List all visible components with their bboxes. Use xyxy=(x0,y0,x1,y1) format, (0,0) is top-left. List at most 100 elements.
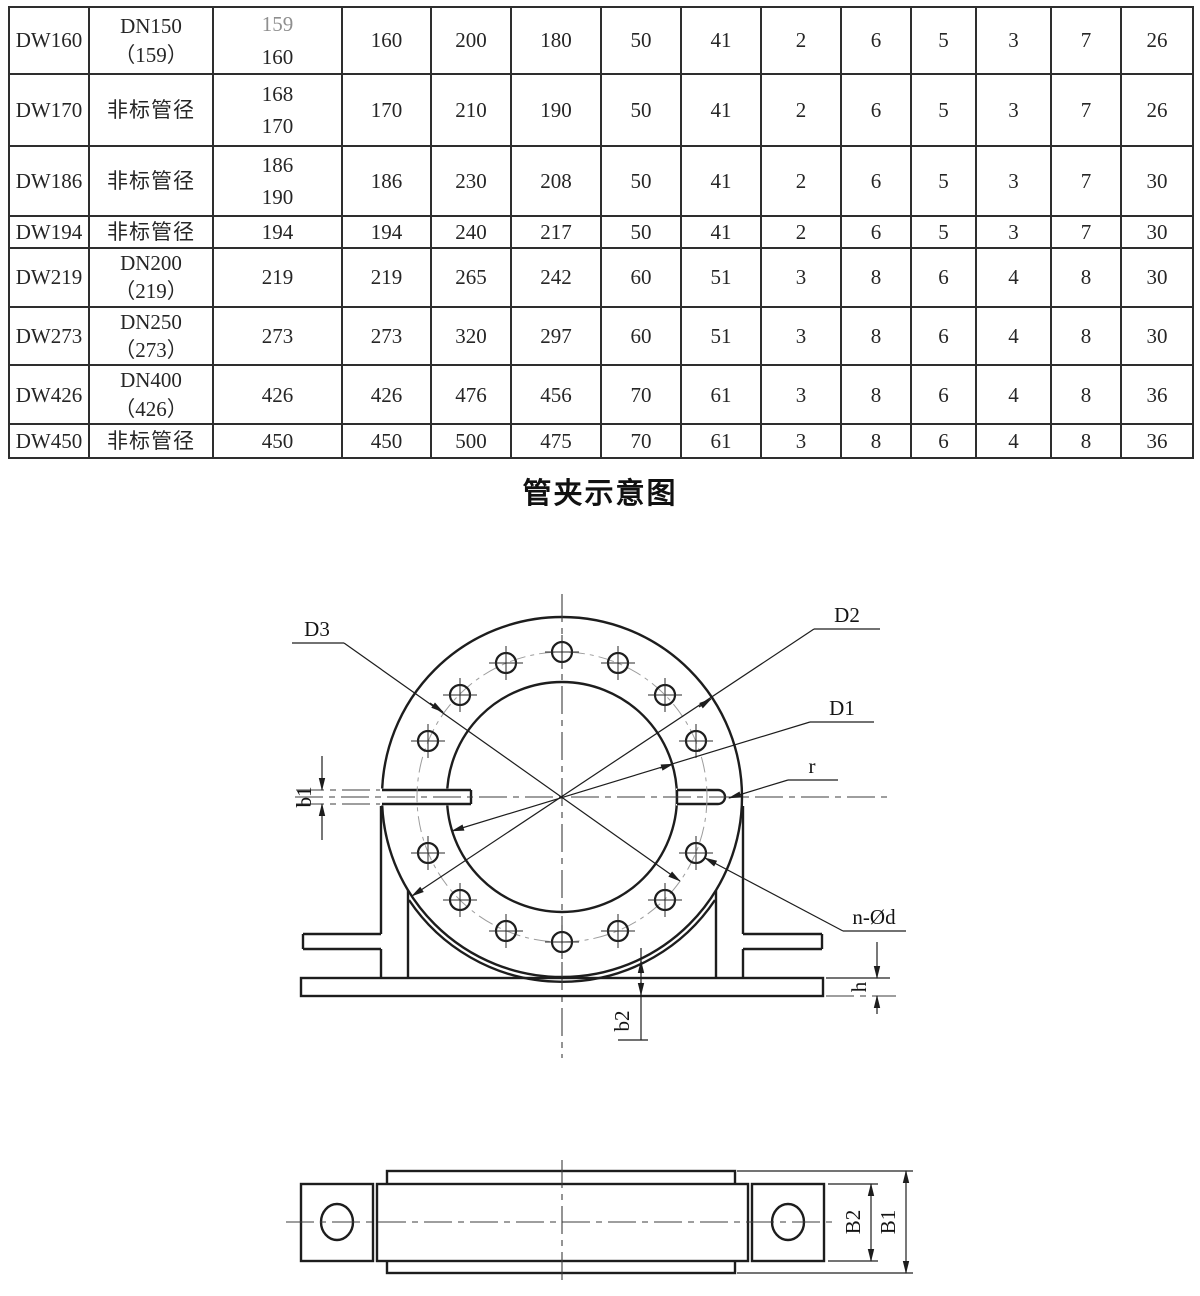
cell: 170 xyxy=(341,73,432,148)
cell: 160 xyxy=(341,5,432,76)
cell: 4 xyxy=(975,423,1052,460)
figure-title: 管夹示意图 xyxy=(522,476,678,510)
cell-range: 450 xyxy=(212,423,343,460)
dim-b2: b2 xyxy=(610,948,648,1041)
cell: 41 xyxy=(680,5,762,76)
cell: 6 xyxy=(910,305,977,367)
cell: 217 xyxy=(510,215,602,250)
cell: 230 xyxy=(430,145,512,218)
cell: 476 xyxy=(430,364,512,426)
cell: 41 xyxy=(680,145,762,218)
cell: 8 xyxy=(840,364,912,426)
dim-D1: D1 xyxy=(451,696,874,832)
range-bottom: 160 xyxy=(261,44,294,69)
base-plate xyxy=(299,976,825,998)
cell: 2 xyxy=(760,73,842,148)
cell: 41 xyxy=(680,73,762,148)
dim-D3: D3 xyxy=(292,617,681,882)
cell: 200 xyxy=(430,5,512,76)
table-row: DW450 非标管径 450 450 500 475 70 61 3 8 6 4… xyxy=(8,423,1194,460)
dim-D2: D2 xyxy=(411,603,880,897)
cell-model: DW170 xyxy=(8,73,90,148)
table-row: DW186 非标管径 186 190 186 230 208 50 41 2 6… xyxy=(8,145,1194,218)
table-row: DW219 DN200（219） 219 219 265 242 60 51 3… xyxy=(8,247,1194,308)
dim-r: r xyxy=(728,754,838,799)
cell: 30 xyxy=(1120,247,1194,308)
cell: 3 xyxy=(760,423,842,460)
cell: 265 xyxy=(430,247,512,308)
cell: 41 xyxy=(680,215,762,250)
label-D2: D2 xyxy=(834,603,860,627)
cell: 3 xyxy=(975,73,1052,148)
label-b1: b1 xyxy=(292,787,316,808)
cell: 3 xyxy=(760,305,842,367)
cell: 186 xyxy=(341,145,432,218)
dim-B1: B1 xyxy=(737,1170,913,1274)
cell: 5 xyxy=(910,215,977,250)
cell: 5 xyxy=(910,145,977,218)
cell-model: DW186 xyxy=(8,145,90,218)
cell: 70 xyxy=(600,423,682,460)
cell: 475 xyxy=(510,423,602,460)
cell: 6 xyxy=(840,215,912,250)
cell: 51 xyxy=(680,247,762,308)
cell: 26 xyxy=(1120,73,1194,148)
label-B1: B1 xyxy=(876,1210,900,1235)
range-bottom: 170 xyxy=(261,114,294,139)
cell: 190 xyxy=(510,73,602,148)
cell: 5 xyxy=(910,5,977,76)
cell: 194 xyxy=(341,215,432,250)
clamp-plan-view: B2 B1 xyxy=(286,1160,913,1284)
table-row: DW170 非标管径 168 170 170 210 190 50 41 2 6… xyxy=(8,73,1194,148)
cell-spec: 非标管径 xyxy=(88,423,214,460)
cell: 50 xyxy=(600,145,682,218)
cell: 50 xyxy=(600,5,682,76)
cell-range: 219 xyxy=(212,247,343,308)
cell: 30 xyxy=(1120,215,1194,250)
label-D1: D1 xyxy=(829,696,855,720)
cell: 6 xyxy=(910,247,977,308)
label-n-od: n-Ød xyxy=(852,905,896,929)
dim-B2: B2 xyxy=(828,1183,878,1262)
cell: 7 xyxy=(1050,145,1122,218)
cell: 30 xyxy=(1120,305,1194,367)
cell: 7 xyxy=(1050,215,1122,250)
cell: 36 xyxy=(1120,364,1194,426)
cell-spec: DN150（159） xyxy=(88,5,214,76)
range-top: 186 xyxy=(261,152,294,177)
cell: 7 xyxy=(1050,73,1122,148)
cell: 219 xyxy=(341,247,432,308)
dim-h: h xyxy=(826,942,896,1014)
cell: 6 xyxy=(910,423,977,460)
table-row: DW426 DN400（426） 426 426 476 456 70 61 3… xyxy=(8,364,1194,426)
cell: 51 xyxy=(680,305,762,367)
cell: 30 xyxy=(1120,145,1194,218)
cell-range: 159 160 xyxy=(212,5,343,76)
cell: 242 xyxy=(510,247,602,308)
spec-table: DW160 DN150（159） 159 160 160 200 180 50 … xyxy=(8,5,1194,460)
range-bottom: 190 xyxy=(261,185,294,210)
cell: 5 xyxy=(910,73,977,148)
cell-model: DW273 xyxy=(8,305,90,367)
cell: 3 xyxy=(760,247,842,308)
cell-model: DW219 xyxy=(8,247,90,308)
cell: 8 xyxy=(1050,423,1122,460)
cell: 450 xyxy=(341,423,432,460)
cell: 500 xyxy=(430,423,512,460)
cell: 297 xyxy=(510,305,602,367)
cell: 456 xyxy=(510,364,602,426)
dim-n-holes: n-Ød xyxy=(704,857,906,932)
cell-range: 186 190 xyxy=(212,145,343,218)
cell: 4 xyxy=(975,305,1052,367)
cell: 26 xyxy=(1120,5,1194,76)
cell: 2 xyxy=(760,215,842,250)
cell-spec: 非标管径 xyxy=(88,73,214,148)
cell: 8 xyxy=(1050,247,1122,308)
cell-spec: 非标管径 xyxy=(88,215,214,250)
cell: 8 xyxy=(1050,305,1122,367)
cell: 3 xyxy=(760,364,842,426)
cell-range: 168 170 xyxy=(212,73,343,148)
cell-spec: DN200（219） xyxy=(88,247,214,308)
cell: 8 xyxy=(840,305,912,367)
cell: 60 xyxy=(600,247,682,308)
